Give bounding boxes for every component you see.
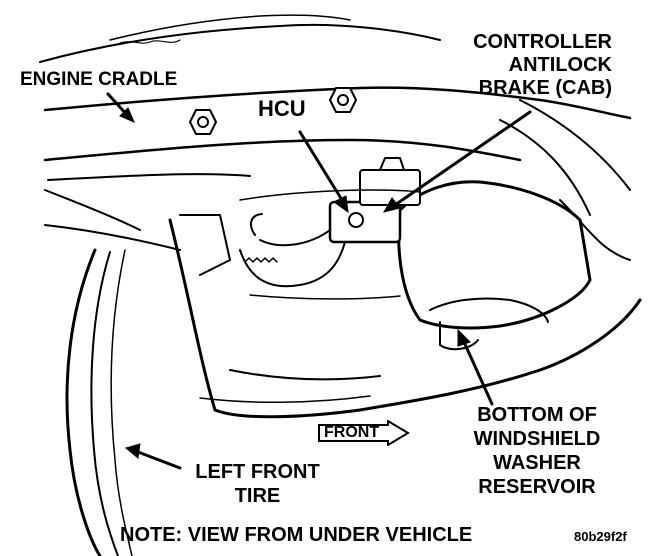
brake-line-coil	[244, 257, 278, 263]
controller-label-line3: BRAKE (CAB)	[478, 77, 612, 99]
brake-line-2	[239, 241, 346, 288]
left-front-tire-label: LEFT FRONT TIRE	[180, 462, 335, 506]
cradle-nut-1	[189, 109, 217, 135]
left-body-panel-2	[44, 224, 181, 251]
wheel-well-edge-2	[229, 369, 381, 381]
engine-cradle-label: ENGINE CRADLE	[20, 69, 178, 90]
controller-antilock-brake-label: CONTROLLER ANTILOCK BRAKE (CAB)	[473, 32, 612, 98]
engine-cradle-lower-line	[47, 173, 251, 181]
frame-scribble	[117, 39, 181, 45]
front-direction-indicator: FRONT	[318, 420, 410, 446]
reservoir-label-line4: RESERVOIR	[478, 476, 596, 498]
left-front-tire-tread	[110, 249, 133, 556]
reservoir-step	[439, 321, 479, 351]
upper-frame-edge	[39, 23, 441, 63]
reservoir-pointer-icon	[457, 328, 494, 406]
brake-line-3	[249, 213, 263, 236]
lower-body-line	[199, 395, 371, 404]
washer-reservoir	[397, 180, 592, 330]
cab-body	[359, 169, 421, 206]
controller-label-line1: CONTROLLER	[473, 31, 612, 53]
brake-line-1	[259, 229, 331, 247]
reservoir-label-line2: WINDSHIELD	[473, 428, 601, 450]
controller-label-line2: ANTILOCK	[508, 54, 612, 76]
washer-reservoir-bottom	[429, 297, 549, 323]
left-front-tire-inner	[90, 251, 119, 556]
cradle-nut-2	[329, 87, 357, 113]
engine-cradle-curve	[519, 99, 631, 191]
hcu-port	[348, 212, 364, 228]
upper-frame-edge-2	[109, 14, 351, 41]
left-body-panel	[44, 189, 141, 231]
tire-label-line1: LEFT FRONT	[195, 461, 320, 483]
view-note: NOTE: VIEW FROM UNDER VEHICLE	[120, 524, 473, 546]
figure-code: 80b29f2f	[574, 529, 627, 544]
reservoir-label-line1: BOTTOM OF	[477, 404, 597, 426]
engine-cradle-curve-2	[499, 119, 591, 216]
front-arrow-icon	[318, 420, 410, 446]
tire-pointer-icon	[124, 443, 182, 470]
wheel-well-edge	[168, 218, 642, 419]
engine-cradle-bottom	[43, 138, 522, 162]
reservoir-label-line3: WASHER	[493, 452, 581, 474]
bottom-of-windshield-washer-reservoir-label: BOTTOM OF WINDSHIELD WASHER RESERVOIR	[432, 405, 642, 497]
hcu-label: HCU	[258, 96, 306, 121]
cab-connector	[379, 157, 405, 171]
engine-cradle-pointer-icon	[106, 92, 135, 123]
tire-label-line2: TIRE	[234, 485, 281, 507]
hcu-pointer-icon	[298, 130, 349, 214]
left-front-tire-outer	[65, 248, 102, 556]
cab-pointer-icon	[382, 110, 532, 213]
engine-cradle-top	[43, 86, 632, 120]
inner-bracket	[179, 214, 231, 276]
front-label: FRONT	[324, 424, 380, 441]
inner-rail-2	[249, 294, 401, 300]
